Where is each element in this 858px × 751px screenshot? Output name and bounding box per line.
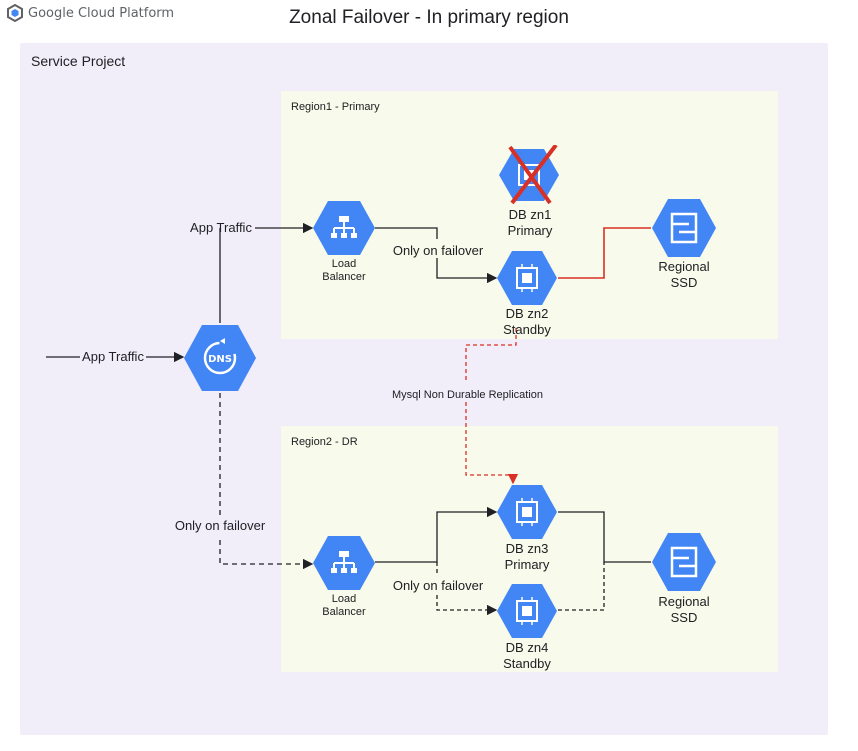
edge-db4-to-ssd2: [558, 562, 605, 611]
edge-db3-to-ssd2: [558, 511, 651, 563]
ssd1-label: Regional SSD: [640, 259, 728, 291]
db-zn4-icon: [497, 584, 557, 638]
edge-label-replication: Mysql Non Durable Replication: [391, 389, 543, 401]
edge-label-failover-lb2: Only on failover: [392, 578, 484, 593]
load-balancer-2-icon: [313, 536, 375, 590]
db-zn1-label-line2: Primary: [507, 223, 553, 238]
edge-label-failover-dns: Only on failover: [174, 518, 266, 533]
db-zn3-label-line2: Primary: [504, 557, 550, 572]
edge-lb2-to-db3: [375, 506, 498, 563]
region-primary-label: Region1 - Primary: [291, 101, 380, 113]
edge-lb1-to-db2: [375, 227, 438, 239]
lb1-label: Load Balancer: [305, 258, 383, 284]
gcp-hexagon-icon: [7, 4, 23, 22]
lb1-label-line2: Balancer: [322, 271, 366, 283]
ssd2-label: Regional SSD: [640, 594, 728, 626]
dns-icon: DNS: [184, 325, 256, 391]
edge-lb1-to-db2-b: [436, 258, 498, 284]
ssd2-label-line1: Regional: [658, 594, 710, 609]
db-zn1-label-line1: DB zn1: [508, 207, 552, 222]
edge-lb2-to-db4-b: [436, 595, 498, 616]
db-zn1-icon: [499, 145, 559, 205]
region-dr-label: Region2 - DR: [291, 436, 358, 448]
edge-dns-to-lb2-b: [219, 540, 314, 570]
db-zn2-label-line1: DB zn2: [505, 306, 549, 321]
edge-replication: [465, 328, 517, 382]
load-balancer-1-icon: [313, 201, 375, 255]
edge-db2-to-ssd1: [558, 227, 651, 279]
db-zn3-label: DB zn3 Primary: [484, 541, 570, 573]
regional-ssd-1-icon: [652, 199, 716, 257]
logo-text: Google Cloud Platform: [28, 5, 175, 21]
db-zn4-label: DB zn4 Standby: [484, 640, 570, 672]
db-zn2-icon: [497, 251, 557, 305]
db-zn2-label: DB zn2 Standby: [484, 306, 570, 338]
db-zn4-label-line1: DB zn4: [505, 640, 549, 655]
db-zn4-label-line2: Standby: [503, 656, 551, 671]
edge-replication-b: [465, 402, 519, 485]
lb1-label-line1: Load: [331, 258, 357, 270]
edge-label-app-traffic-in: App Traffic: [82, 349, 144, 364]
db-zn1-label: DB zn1 Primary: [487, 207, 573, 239]
ssd1-label-line1: Regional: [658, 259, 710, 274]
lb2-label-line1: Load: [331, 593, 357, 605]
db-zn2-label-line2: Standby: [503, 322, 551, 337]
ssd2-label-line2: SSD: [670, 610, 698, 625]
edge-label-failover-lb1: Only on failover: [392, 243, 484, 258]
db-zn3-label-line1: DB zn3: [505, 541, 549, 556]
gcp-logo: Google Cloud Platform: [6, 2, 174, 24]
failed-cross-icon: [508, 145, 552, 205]
ssd1-label-line2: SSD: [670, 275, 698, 290]
lb2-label: Load Balancer: [305, 593, 383, 619]
edge-label-app-traffic-lb: App Traffic: [190, 220, 252, 235]
db-zn3-icon: [497, 485, 557, 539]
regional-ssd-2-icon: [652, 533, 716, 591]
service-project-label: Service Project: [31, 53, 126, 69]
page-title: Zonal Failover - In primary region: [289, 7, 569, 28]
lb2-label-line2: Balancer: [322, 606, 366, 618]
dns-icon-text: DNS: [208, 354, 232, 365]
